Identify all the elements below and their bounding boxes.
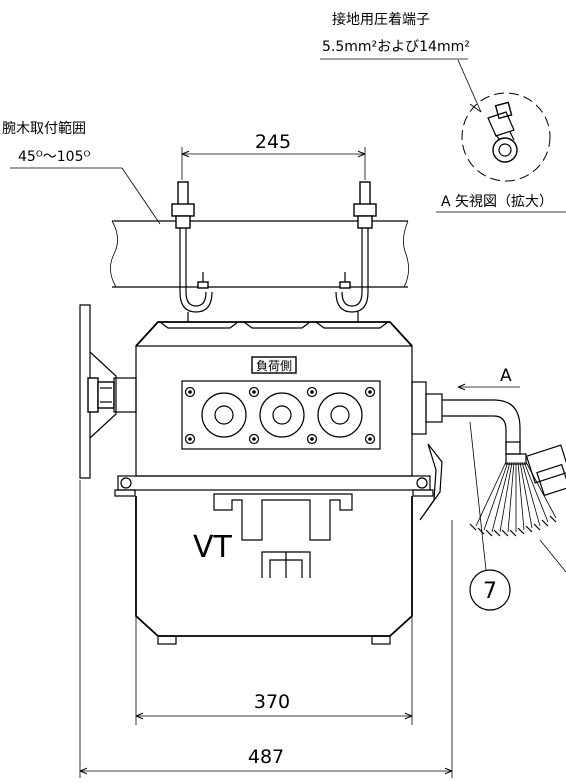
- right-clamp: [335, 181, 377, 322]
- secondary-cable: A: [411, 366, 566, 537]
- arm-range-title: 腕木取付範囲: [2, 120, 86, 137]
- dimension-245-label: 245: [255, 131, 291, 153]
- left-clamp: [171, 181, 213, 322]
- arm-range-annotation: 腕木取付範囲 45ᴼ～105ᴼ: [2, 120, 161, 225]
- item-7-callout: 7: [469, 421, 566, 611]
- crossarm: [110, 220, 409, 288]
- bushing-2: [259, 392, 305, 438]
- bushing-panel: [181, 380, 381, 450]
- transformer-body: 負荷側 VT: [114, 321, 434, 645]
- view-a-detail: A 矢視図（拡大）: [436, 92, 566, 213]
- arrow-a-label: A: [500, 366, 512, 386]
- crimp-terminal-ring: [492, 137, 518, 163]
- item-7-balloon: [469, 569, 511, 611]
- dimension-370: 370: [135, 612, 413, 725]
- item-7-label: 7: [483, 579, 497, 604]
- dimension-487-label: 487: [248, 746, 284, 768]
- dimension-487: 487: [79, 480, 453, 778]
- load-side-plate: [251, 356, 297, 374]
- dimension-370-label: 370: [254, 691, 290, 713]
- ground-terminal-title: 接地用圧着端子: [332, 11, 430, 28]
- left-mounting-bracket: [79, 304, 137, 479]
- ground-terminal-annotation: 接地用圧着端子 5.5mm²および14mm²: [320, 11, 482, 113]
- vt-emblem: [213, 493, 353, 541]
- dimension-245: 245: [181, 131, 366, 180]
- detail-circle: [461, 92, 551, 182]
- view-a-caption: A 矢視図（拡大）: [441, 194, 553, 210]
- bushing-3: [317, 392, 363, 438]
- vt-mark: VT: [193, 530, 233, 565]
- load-side-plate-label: 負荷側: [256, 359, 292, 373]
- bushing-1: [201, 392, 247, 438]
- ground-terminal-sizes: 5.5mm²および14mm²: [322, 39, 470, 55]
- arm-range-value: 45ᴼ～105ᴼ: [18, 149, 90, 165]
